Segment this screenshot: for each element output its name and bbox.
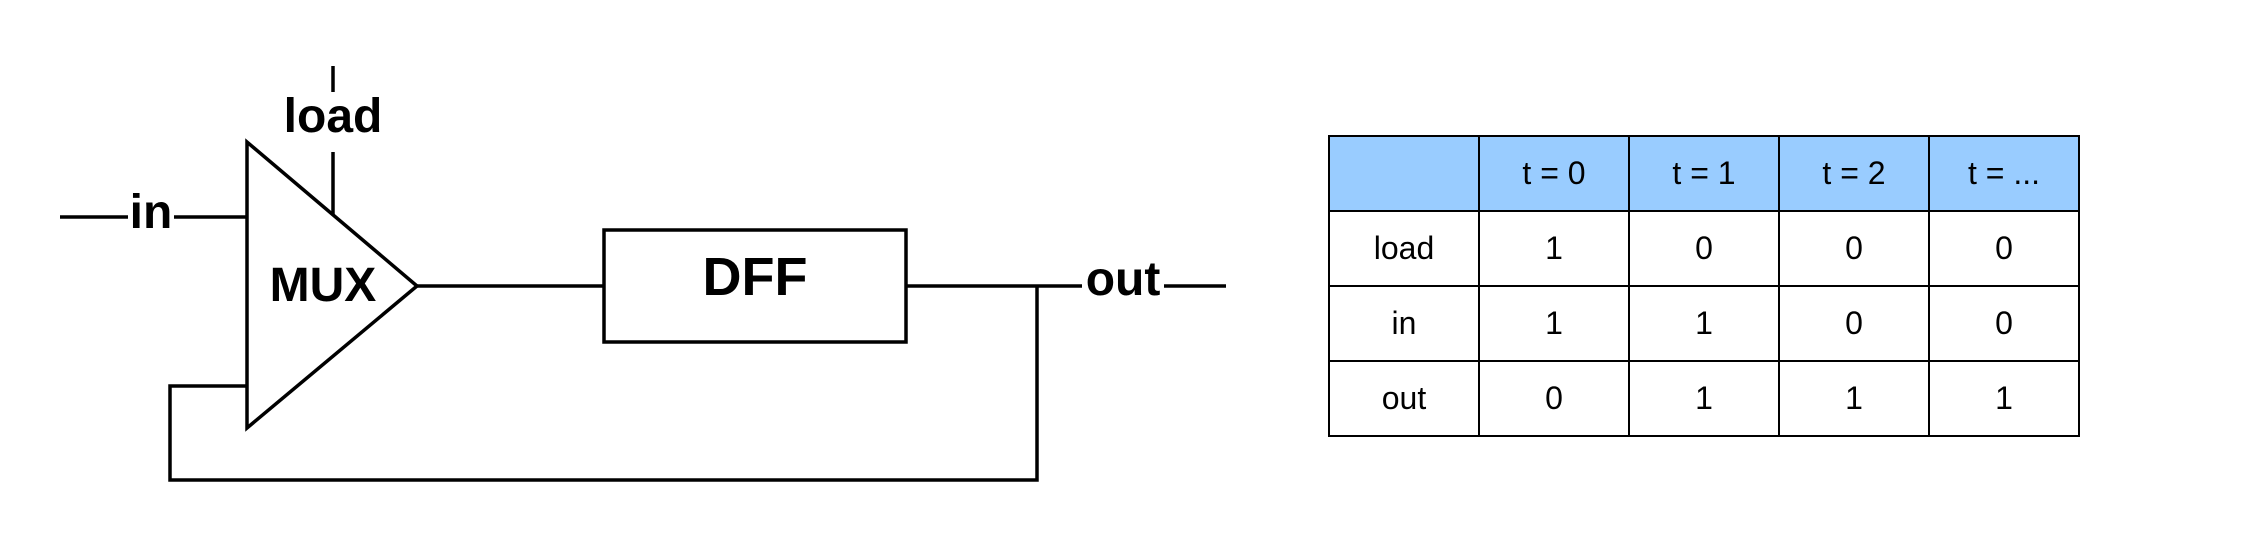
table-row: in 1 1 0 0 xyxy=(1328,285,2080,362)
table-cell: 1 xyxy=(1778,360,1930,437)
table-cell: 0 xyxy=(1928,285,2080,362)
table-header-cell: t = 1 xyxy=(1628,135,1780,212)
table-cell: 1 xyxy=(1628,360,1780,437)
table-cell: 0 xyxy=(1778,210,1930,287)
table-cell: 0 xyxy=(1778,285,1930,362)
table-cell: 1 xyxy=(1478,285,1630,362)
dff-box xyxy=(602,228,908,344)
mux-label: MUX xyxy=(270,259,377,312)
row-label: out xyxy=(1328,360,1480,437)
table-header-cell xyxy=(1328,135,1480,212)
dff-label: DFF xyxy=(703,247,808,307)
out-label: out xyxy=(1086,253,1161,306)
table-header-cell: t = 2 xyxy=(1778,135,1930,212)
table-cell: 1 xyxy=(1928,360,2080,437)
table-header-cell: t = 0 xyxy=(1478,135,1630,212)
table-row: load 1 0 0 0 xyxy=(1328,210,2080,287)
table-cell: 0 xyxy=(1478,360,1630,437)
table-header-row: t = 0 t = 1 t = 2 t = ... xyxy=(1328,135,2080,212)
table-header-cell: t = ... xyxy=(1928,135,2080,212)
circuit-diagram: in load MUX DFF out xyxy=(60,66,1226,482)
in-label: in xyxy=(130,186,173,239)
row-label: in xyxy=(1328,285,1480,362)
table-cell: 1 xyxy=(1478,210,1630,287)
row-label: load xyxy=(1328,210,1480,287)
table-cell: 0 xyxy=(1628,210,1780,287)
mux-triangle xyxy=(245,138,420,432)
table-cell: 1 xyxy=(1628,285,1780,362)
truth-table: t = 0 t = 1 t = 2 t = ... load 1 0 0 0 i… xyxy=(1328,135,2080,437)
load-label: load xyxy=(284,90,383,143)
table-row: out 0 1 1 1 xyxy=(1328,360,2080,437)
feedback-wire xyxy=(168,286,1039,482)
table-cell: 0 xyxy=(1928,210,2080,287)
